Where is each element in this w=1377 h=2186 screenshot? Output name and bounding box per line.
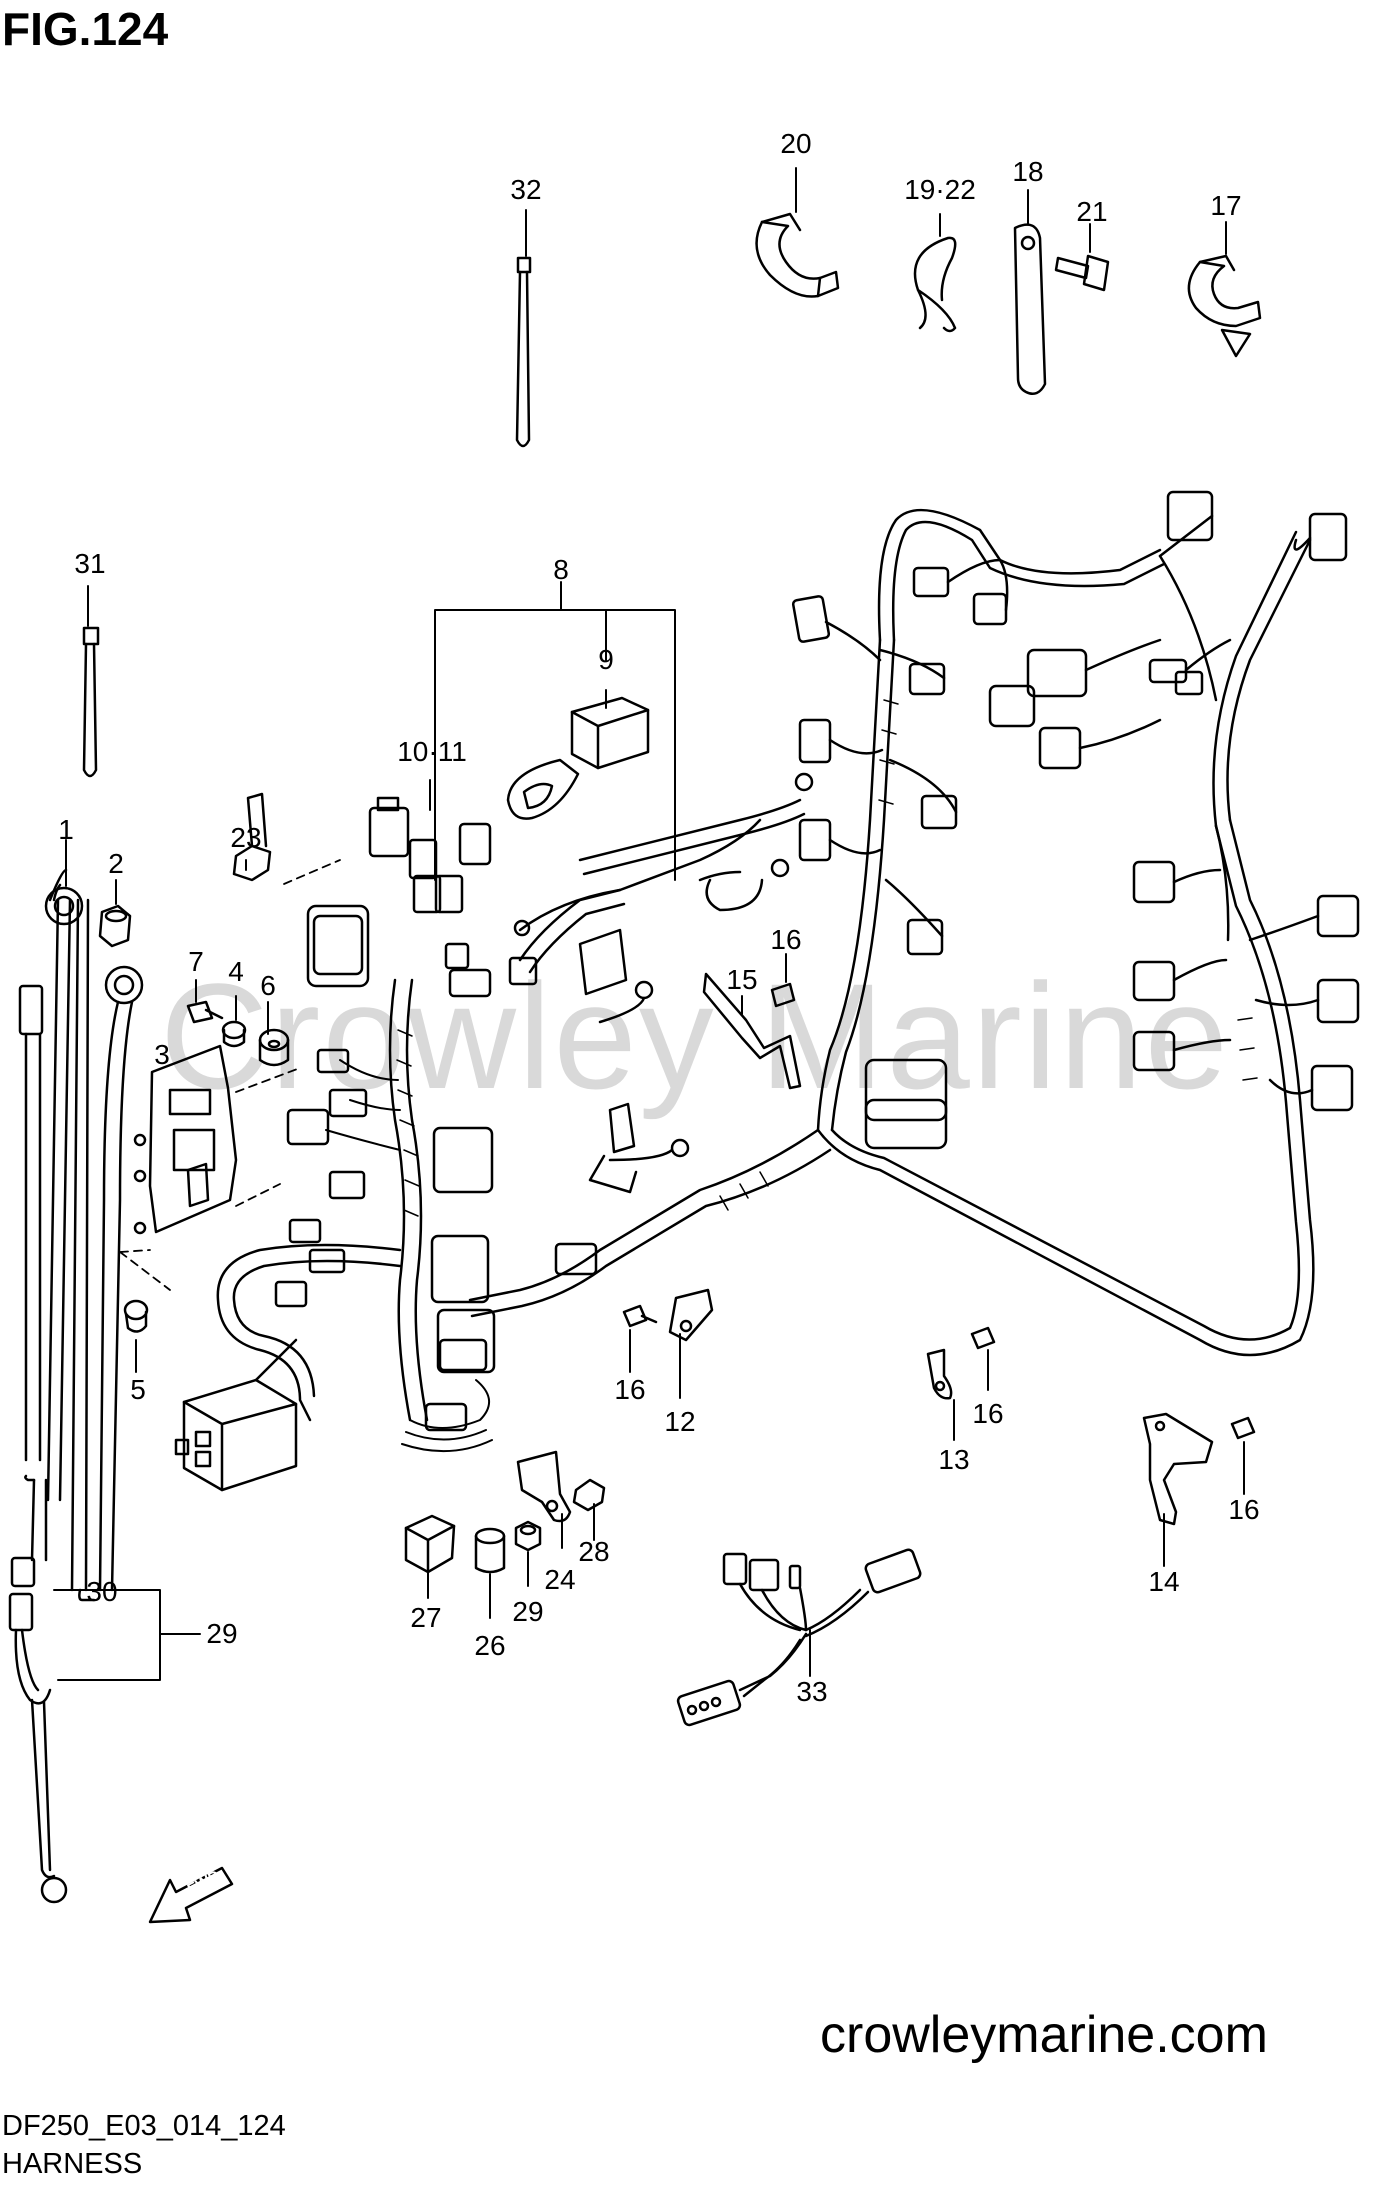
callout-27: 28 [578,1536,610,1567]
cap-26 [404,1514,456,1574]
callout-23: 23 [230,822,262,853]
callout-13: 13 [938,1444,970,1475]
harness-tape-marks [396,699,1258,1217]
grommet-6 [258,1028,290,1067]
clamp-17 [1187,254,1262,358]
callout-bracket-8 [434,581,676,881]
callout-17: 17 [1210,190,1242,221]
wire-clip-19-22 [913,236,957,333]
cable-tie-32 [515,256,532,448]
callout-25: 26 [474,1630,506,1661]
left-loop-wires [325,1059,493,1453]
bolt-23 [232,792,272,882]
watermark: Crowley Marine [160,952,1230,1120]
callout-6: 6 [260,970,276,1001]
callout-1: 1 [58,814,74,845]
callout-bracket-29 [53,1589,201,1681]
dashed-leaders [119,859,341,1291]
callout-28: 29 [512,1596,544,1627]
callout-16-b: 16 [614,1374,646,1405]
callout-9: 9 [598,644,614,675]
grommet-4 [221,1020,247,1048]
website-text: crowleymarine.com [820,2006,1268,2064]
figure-code: DF250_E03_014_124 [2,2110,286,2142]
leader-lines [65,167,1245,1677]
nut-28 [514,1520,542,1552]
callout-10-11: 10·11 [397,736,467,767]
callout-33: 33 [796,1676,828,1707]
callout-26: 27 [410,1602,442,1633]
callout-21: 21 [1076,196,1108,227]
callout-18: 18 [1012,156,1044,187]
cable-tie-31 [82,626,100,778]
connectors-left [174,772,814,1492]
callout-19-22: 19·22 [904,174,976,205]
callout-5: 5 [130,1374,146,1405]
callout-16-c: 16 [972,1398,1004,1429]
bolt-27 [572,1478,606,1512]
strap-18 [1013,223,1047,395]
callout-8: 8 [553,554,569,585]
cable-set-29-30 [8,984,96,1904]
bolt-7 [186,1000,224,1024]
relay-9 [506,696,650,820]
connectors-right [791,490,1360,1150]
bracket-plate-3 [133,1044,238,1235]
callout-30: 30 [86,1576,118,1607]
clamp-20 [755,212,840,298]
fwd-arrow [148,1866,234,1924]
bracket-13 [926,1348,953,1400]
callout-32: 32 [510,174,542,205]
nut-2 [98,904,132,948]
bracket-24 [516,1450,572,1523]
callout-15: 15 [726,964,758,995]
sub-harness-33 [676,1548,922,1727]
callout-31: 31 [74,548,106,579]
callout-4: 4 [228,956,244,987]
bracket-12 [668,1288,714,1342]
callout-16-d: 16 [1228,1494,1260,1525]
figure-name: HARNESS [2,2148,143,2180]
bolts-16 [622,982,1256,1440]
bracket-15 [702,972,802,1090]
cap-25 [474,1527,506,1574]
main-harness-trunk [216,508,1315,1422]
callout-20: 20 [780,128,812,159]
figure-title: FIG.124 [2,3,169,55]
callout-24: 24 [544,1564,576,1595]
bolt-21 [1054,254,1110,292]
battery-cable-1 [44,868,144,1592]
callout-14: 14 [1148,1566,1180,1597]
callout-2: 2 [108,848,124,879]
callout-16-a: 16 [770,924,802,955]
callout-7: 7 [188,946,204,977]
callout-3: 3 [154,1039,170,1070]
grommet-5 [123,1299,149,1333]
callout-12: 12 [664,1406,696,1437]
callout-29: 29 [206,1618,238,1649]
bracket-14 [1142,1412,1214,1526]
